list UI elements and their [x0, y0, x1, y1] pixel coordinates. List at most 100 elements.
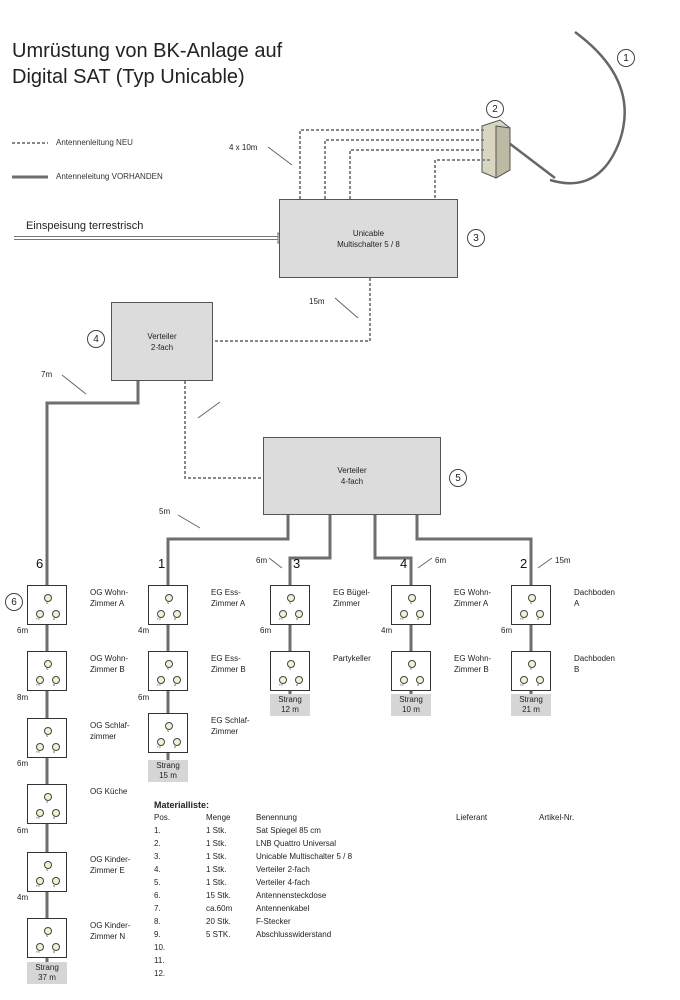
callout-4: 4 — [87, 330, 105, 348]
socket-icon — [408, 594, 416, 602]
socket-icon — [520, 610, 528, 618]
socket-icon — [36, 943, 44, 951]
socket-caption: S — [46, 934, 49, 938]
socket-caption: TV — [400, 683, 404, 687]
segment-length: 4m — [138, 626, 150, 635]
callout-1: 1 — [617, 49, 635, 67]
socket-icon — [408, 660, 416, 668]
material-pos: 11. — [154, 956, 165, 965]
socket-icon — [52, 743, 60, 751]
socket-icon — [279, 676, 287, 684]
cable-ms-v2 — [213, 278, 371, 342]
segment-length: 4m — [381, 626, 393, 635]
socket-caption: S — [167, 667, 170, 671]
material-row: 4.1 Stk.Verteiler 2-fach — [154, 865, 614, 877]
socket-caption: R — [53, 750, 56, 754]
segment-length: 6m — [17, 626, 29, 635]
socket-icon — [165, 722, 173, 730]
material-pos: 1. — [154, 826, 161, 835]
segment-length: 6m — [17, 826, 29, 835]
splitter-4-box: Verteiler 4-fach — [263, 437, 441, 515]
room-name: OG Kinder-Zimmer N — [90, 921, 131, 941]
socket-caption: TV — [279, 617, 283, 621]
socket-icon — [173, 610, 181, 618]
header-qty: Menge — [206, 813, 231, 822]
material-row: 6.15 Stk.Antennensteckdose — [154, 891, 614, 903]
socket-icon — [52, 877, 60, 885]
socket-caption: S — [410, 667, 413, 671]
socket-icon — [44, 594, 52, 602]
splitter-2-label-2: 2-fach — [150, 342, 174, 352]
socket-icon — [279, 610, 287, 618]
socket-icon — [44, 727, 52, 735]
header-pos: Pos. — [154, 813, 171, 822]
socket-icon — [36, 743, 44, 751]
material-qty: 5 STK. — [206, 930, 231, 939]
callout-5: 5 — [449, 469, 467, 487]
socket-icon — [44, 927, 52, 935]
material-pos: 6. — [154, 891, 161, 900]
callout-6: 6 — [5, 593, 23, 611]
socket-caption: TV — [36, 750, 40, 754]
splitter-4-label-1: Verteiler — [337, 466, 367, 475]
cable-v2-v4 — [184, 381, 263, 479]
socket-caption: S — [530, 601, 533, 605]
material-qty: 1 Stk. — [206, 852, 227, 861]
strand-number-2: 2 — [520, 556, 528, 571]
socket-icon — [36, 877, 44, 885]
socket-icon — [52, 676, 60, 684]
multiswitch-label-1: Unicable — [352, 228, 385, 238]
socket-icon — [157, 610, 165, 618]
len-ms-v2: 15m — [309, 297, 325, 306]
socket-caption: S — [46, 800, 49, 804]
material-name: Abschlusswiderstand — [256, 930, 332, 939]
socket-icon — [52, 943, 60, 951]
socket-icon — [157, 676, 165, 684]
socket-icon — [44, 861, 52, 869]
socket-caption: S — [530, 667, 533, 671]
material-row: 3.1 Stk.Unicable Multischalter 5 / 8 — [154, 852, 614, 864]
socket-caption: S — [46, 667, 49, 671]
segment-length: 6m — [501, 626, 513, 635]
socket-caption: R — [296, 683, 299, 687]
material-name: F-Stecker — [256, 917, 291, 926]
material-row: 2.1 Stk.LNB Quattro Universal — [154, 839, 614, 851]
socket-caption: R — [53, 816, 56, 820]
material-pos: 4. — [154, 865, 161, 874]
socket-icon — [173, 676, 181, 684]
material-pos: 9. — [154, 930, 161, 939]
socket-caption: TV — [520, 617, 524, 621]
socket-caption: TV — [36, 683, 40, 687]
splitter-4-label-2: 4-fach — [340, 477, 364, 486]
socket-icon — [536, 610, 544, 618]
socket-caption: R — [174, 745, 177, 749]
room-name: OG Küche — [90, 787, 128, 796]
socket-caption: S — [410, 601, 413, 605]
room-name: EG Ess-Zimmer B — [211, 654, 246, 674]
socket-caption: S — [46, 868, 49, 872]
sat-dish — [549, 30, 626, 185]
socket-icon — [44, 660, 52, 668]
socket-icon — [157, 738, 165, 746]
segment-length: 6m — [17, 759, 29, 768]
legend-new-label: Antennenleitung NEU — [56, 138, 133, 147]
socket-icon — [416, 676, 424, 684]
material-name: Sat Spiegel 85 cm — [256, 826, 321, 835]
cable-v4-outputs — [166, 515, 533, 585]
cable-v2-left — [45, 381, 140, 585]
